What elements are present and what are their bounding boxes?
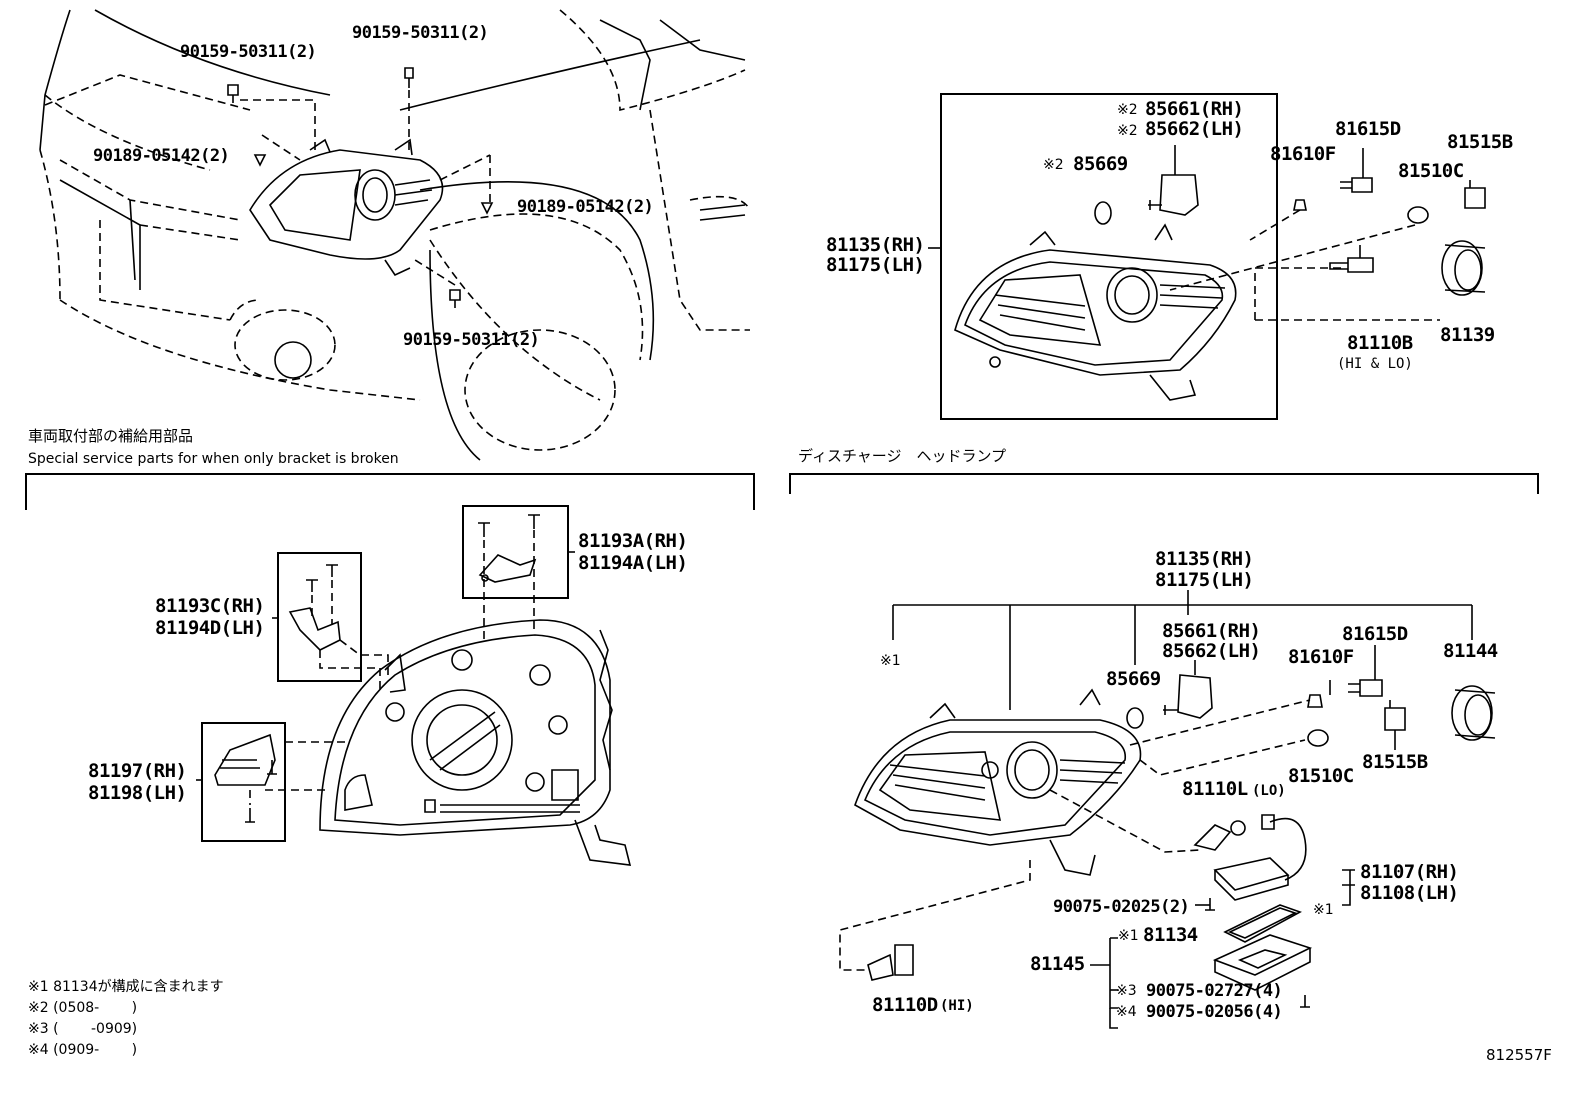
d-screw-4-mark: ※4 — [1116, 1004, 1137, 1020]
discharge-callout-lines — [892, 590, 1473, 1029]
part-label-lamp-rh: 81135(RH) — [826, 234, 925, 256]
headlamp-rear-drawing — [319, 619, 632, 866]
part-label-d-screw-3: 90075-02727(4) — [1146, 981, 1283, 1001]
part-label-bracket-97-rh: 81197(RH) — [88, 760, 187, 782]
discharge-parts-drawing — [867, 645, 1496, 1008]
part-label-bulb-main: 81110B — [1347, 332, 1413, 354]
part-label-screw-top-mid: 90159-50311(2) — [352, 23, 489, 43]
d-ballast-cover-mark: ※1 — [1118, 928, 1139, 944]
part-label-d-lamp-rh: 81135(RH) — [1155, 548, 1254, 570]
note-2: ※2 (0508- ) — [28, 1000, 138, 1016]
part-label-d-socket-small: 81615D — [1342, 623, 1408, 645]
part-label-bracket-d-lh: 81194D(LH) — [155, 617, 265, 639]
halogen-headlamp-drawing — [954, 223, 1237, 401]
part-label-bulb-small: 81610F — [1270, 143, 1336, 165]
discharge-heading-jp: ディスチャージ ヘッドランプ — [798, 447, 1007, 465]
d-screw-3-mark: ※3 — [1116, 983, 1137, 999]
part-label-d-screw-4: 90075-02056(4) — [1146, 1002, 1283, 1022]
bracket-c-frame — [277, 552, 362, 682]
part-label-d-gasket: 85669 — [1106, 668, 1161, 690]
part-label-d-bulb-marker: 81510C — [1288, 765, 1354, 787]
gasket-mark: ※2 — [1043, 157, 1064, 173]
d-mark-1: ※1 — [880, 653, 901, 669]
part-label-d-lamp-lh: 81175(LH) — [1155, 569, 1254, 591]
part-label-d-bulb-lo: 81110L — [1182, 778, 1248, 800]
bracket-heading-jp: 車両取付部の補給用部品 — [28, 427, 194, 445]
discharge-headlamp-drawing — [839, 688, 1311, 971]
bracket-heading-en: Special service parts for when only brac… — [28, 451, 399, 467]
part-label-cap-lh: 85662(LH) — [1145, 118, 1244, 140]
bracket-section-frame — [25, 473, 755, 510]
part-label-d-cap-lh: 85662(LH) — [1162, 640, 1261, 662]
part-label-d-bulb-small: 81610F — [1288, 646, 1354, 668]
part-label-d-ballast-cover: 81134 — [1143, 924, 1198, 946]
note-1: ※1 81134が構成に含まれます — [28, 979, 224, 995]
vehicle-front-drawing — [39, 9, 751, 461]
halogen-lamp-frame — [940, 93, 1278, 420]
part-label-screw-bottom: 90159-50311(2) — [403, 330, 540, 350]
part-label-d-computer: 81145 — [1030, 953, 1085, 975]
note-4: ※4 (0909- ) — [28, 1042, 138, 1058]
d-ballast-mark: ※1 — [1313, 902, 1334, 918]
part-label-bracket-98-lh: 81198(LH) — [88, 782, 187, 804]
part-label-d-screw-ballast: 90075-02025(2) — [1053, 897, 1190, 917]
part-label-clip-left: 90189-05142(2) — [93, 146, 230, 166]
d-bulb-lo-note: (LO) — [1252, 783, 1286, 799]
part-label-bulb-marker: 81510C — [1398, 160, 1464, 182]
part-label-socket-small: 81615D — [1335, 118, 1401, 140]
halogen-parts-drawing — [1094, 145, 1486, 321]
part-label-bracket-a-lh: 81194A(LH) — [578, 552, 688, 574]
part-label-d-socket-marker: 81515B — [1362, 751, 1428, 773]
part-label-bracket-a-rh: 81193A(RH) — [578, 530, 688, 552]
diagram-code: 812557F — [1486, 1046, 1552, 1064]
part-label-d-cap-rh: 85661(RH) — [1162, 620, 1261, 642]
part-label-cover: 81139 — [1440, 324, 1495, 346]
part-label-d-ballast-lh: 81108(LH) — [1360, 882, 1459, 904]
part-label-cap-rh: 85661(RH) — [1145, 98, 1244, 120]
part-label-clip-right: 90189-05142(2) — [517, 197, 654, 217]
part-label-lamp-lh: 81175(LH) — [826, 254, 925, 276]
bracket-a-frame — [462, 505, 569, 599]
part-label-d-cover: 81144 — [1443, 640, 1498, 662]
part-label-gasket: 85669 — [1073, 153, 1128, 175]
part-label-bracket-c-rh: 81193C(RH) — [155, 595, 265, 617]
bracket-parts-drawing — [214, 514, 540, 823]
bracket-97-frame — [201, 722, 286, 842]
d-bulb-hi-note: (HI) — [940, 998, 974, 1014]
note-3: ※3 ( -0909) — [28, 1021, 138, 1037]
part-label-screw-top-left: 90159-50311(2) — [180, 42, 317, 62]
bulb-main-note: (HI & LO) — [1337, 356, 1413, 372]
cap-rh-mark: ※2 — [1117, 102, 1138, 118]
cap-lh-mark: ※2 — [1117, 123, 1138, 139]
discharge-section-frame — [789, 473, 1539, 494]
part-label-d-ballast-rh: 81107(RH) — [1360, 861, 1459, 883]
part-label-socket-marker: 81515B — [1447, 131, 1513, 153]
part-label-d-bulb-hi: 81110D — [872, 994, 938, 1016]
